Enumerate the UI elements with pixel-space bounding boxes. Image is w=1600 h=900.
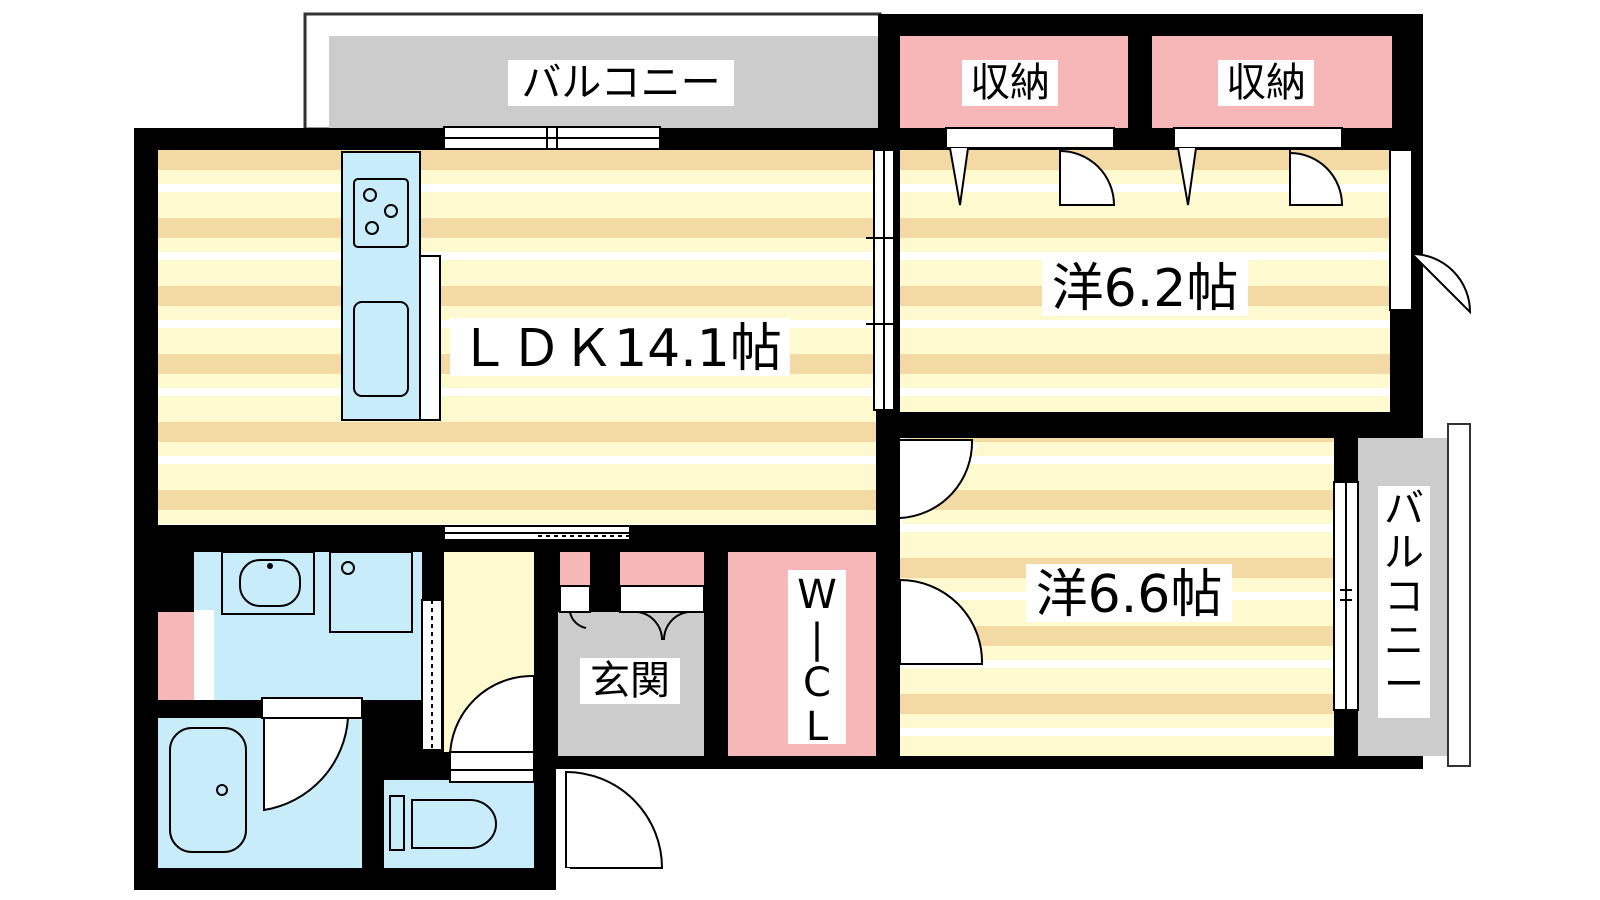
front-door-swing	[565, 770, 664, 869]
toilet-tank-icon	[389, 795, 405, 851]
shoe-cabinet-b	[620, 552, 704, 586]
sink-icon	[353, 301, 409, 397]
vanity	[221, 551, 315, 615]
hallway-door	[449, 751, 535, 771]
closet-fold-door	[637, 611, 689, 641]
western-north-text: 洋6.2帖	[1052, 259, 1239, 319]
balcony-right-char: ル	[1384, 530, 1424, 576]
closet-swing-door	[1289, 148, 1344, 206]
bath-door-opening	[261, 697, 363, 719]
faucet-icon	[267, 563, 273, 569]
bathtub-icon	[169, 727, 247, 853]
balcony-right-char: ニ	[1384, 618, 1424, 664]
closet-swing-door	[1059, 148, 1116, 206]
washroom-floor	[158, 612, 194, 700]
basin-icon	[239, 559, 301, 607]
washing-machine-space	[329, 551, 413, 633]
bath-door-swing	[263, 717, 350, 812]
east-door-swing	[1411, 251, 1472, 315]
ldk-text: ＬＤＫ14.1帖	[458, 319, 782, 379]
toilet-floor	[384, 780, 534, 868]
balcony-top-text: バルコニー	[521, 60, 720, 106]
label-storage-left: 収納	[962, 60, 1058, 106]
balcony-right-outline	[1447, 423, 1471, 767]
closet-rail-right	[1173, 127, 1343, 149]
stove-icon	[353, 178, 409, 248]
east-wall-opening	[1389, 149, 1413, 311]
shoe-cabinet-a	[560, 552, 590, 586]
kitchen-backsplash	[419, 255, 441, 421]
balcony-right-char: コ	[1384, 574, 1424, 620]
label-western-south: 洋6.6帖	[1026, 564, 1232, 625]
entrance-text: 玄関	[590, 658, 670, 704]
closet-rail-left	[945, 127, 1115, 149]
wic-char: L	[806, 704, 829, 750]
shoe-closet-door	[619, 585, 705, 613]
shoe-closet-door	[559, 585, 591, 613]
drain-icon	[341, 561, 355, 575]
toilet-door	[449, 769, 535, 783]
closet-swing-door	[569, 611, 587, 629]
closet-fold-door	[1177, 147, 1197, 206]
door-swing-arc	[899, 578, 984, 665]
wic-char: W	[797, 572, 837, 618]
label-balcony-right: バ ル コ ニ ー	[1378, 486, 1430, 718]
label-western-north: 洋6.2帖	[1042, 258, 1248, 319]
wic-char: C	[803, 660, 831, 706]
burner-icon	[363, 188, 377, 202]
balcony-right-char: バ	[1384, 486, 1424, 532]
burner-icon	[384, 204, 398, 218]
burner-icon	[365, 221, 379, 235]
western-south-text: 洋6.6帖	[1036, 565, 1223, 625]
closet-fold-door	[949, 147, 969, 206]
label-wic: W | C L	[788, 570, 846, 750]
wic-char: |	[810, 616, 823, 662]
label-balcony-top: バルコニー	[508, 60, 734, 106]
washroom-floor	[194, 610, 214, 700]
toilet-bowl-icon	[411, 799, 497, 849]
storage-left-text: 収納	[970, 60, 1050, 106]
label-storage-right: 収納	[1218, 60, 1314, 106]
door-swing-arc	[899, 439, 974, 519]
label-entrance: 玄関	[580, 658, 680, 704]
storage-right-text: 収納	[1226, 60, 1306, 106]
balcony-right-char: ー	[1384, 662, 1424, 708]
label-ldk: ＬＤＫ14.1帖	[450, 318, 790, 379]
bath-drain-icon	[216, 784, 228, 796]
front-door	[556, 868, 570, 890]
